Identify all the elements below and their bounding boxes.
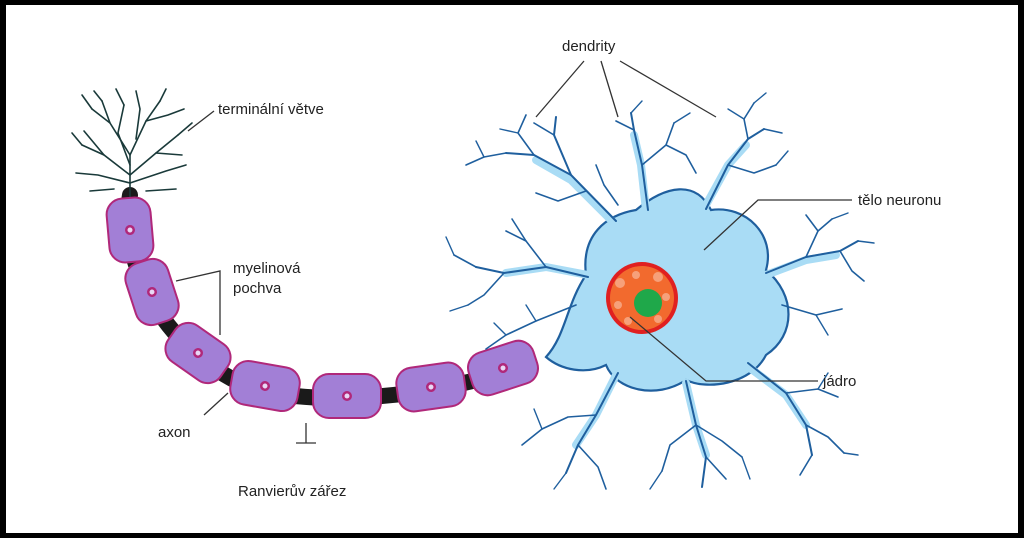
label-node-of-ranvier: Ranvierův zářez <box>238 483 346 500</box>
dendrites <box>445 92 875 490</box>
label-nucleus: jádro <box>822 373 856 390</box>
myelin-segment <box>124 257 180 327</box>
label-dendrites: dendrity <box>562 38 616 55</box>
myelin-segment <box>229 359 301 413</box>
label-myelin-line1: myelinová <box>233 260 301 277</box>
leader-lines <box>175 60 852 444</box>
myelin-segment <box>105 196 155 264</box>
myelin-segment <box>312 373 382 419</box>
myelin-segment <box>467 339 539 397</box>
myelin-segment <box>395 361 467 413</box>
terminal-branches <box>71 88 193 198</box>
neuron-diagram: terminální větve myelinová pochva axon R… <box>71 38 941 500</box>
label-terminal-branches: terminální větve <box>218 101 324 118</box>
myelin-sheath <box>105 196 539 419</box>
myelin-segment <box>164 321 232 385</box>
label-cell-body: tělo neuronu <box>858 192 941 209</box>
label-axon: axon <box>158 424 191 441</box>
nucleolus <box>634 289 662 317</box>
diagram-frame: terminální větve myelinová pochva axon R… <box>6 5 1018 533</box>
nucleus <box>606 262 678 334</box>
label-myelin-line2: pochva <box>233 280 282 297</box>
